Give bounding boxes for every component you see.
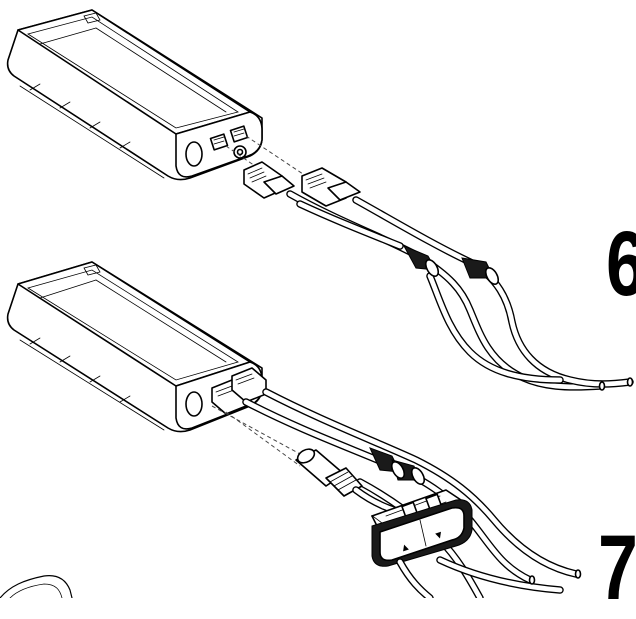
step-7-number: 7: [598, 517, 636, 619]
plug-2-step-6: [301, 167, 361, 207]
guide-line: [211, 405, 301, 455]
control-box-step-7: [6, 261, 267, 433]
step-6-illustration: [6, 9, 634, 391]
partial-outline: [0, 575, 73, 598]
guide-line: [245, 135, 307, 177]
control-box-step-6: [6, 9, 263, 181]
handset-assembly-step-7: ▲ ▼: [371, 489, 473, 598]
cables-step-7: [242, 388, 582, 598]
step-7-illustration: ▲ ▼: [0, 261, 582, 598]
plug-1-step-6: [243, 161, 295, 199]
handset[interactable]: ▲ ▼: [371, 499, 473, 567]
assembly-diagram: ▲ ▼ 6 7: [0, 9, 636, 614]
up-arrow-icon[interactable]: ▲: [401, 542, 410, 553]
guide-line: [225, 411, 301, 467]
step-6-number: 6: [606, 218, 636, 310]
cables-step-6: [286, 190, 634, 391]
diagram-canvas: ▲ ▼: [0, 9, 634, 598]
down-arrow-icon[interactable]: ▼: [435, 530, 444, 541]
